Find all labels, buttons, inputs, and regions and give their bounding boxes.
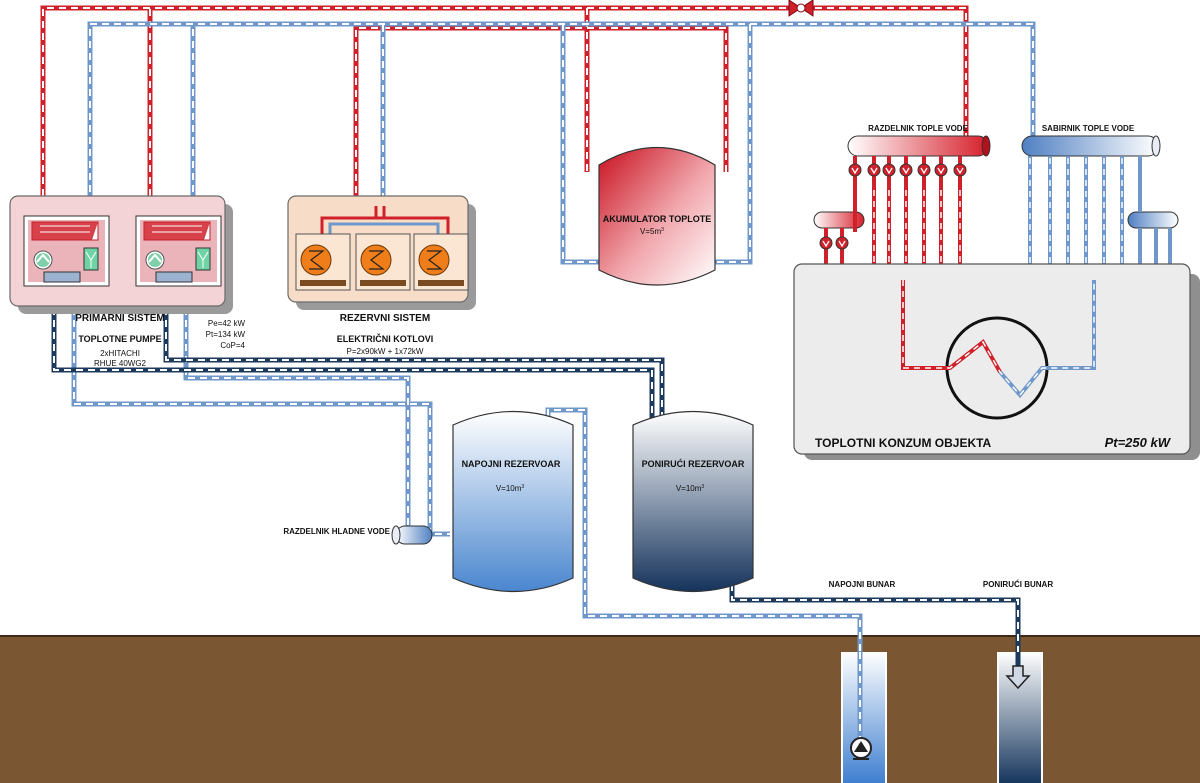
primary-system-subtitle: TOPLOTNE PUMPE [78, 334, 161, 344]
submersible-pump-icon [850, 737, 872, 760]
supply-well-title: NAPOJNI BUNAR [829, 580, 896, 589]
electric-boiler-1 [295, 233, 351, 291]
heat-pump-1 [23, 215, 110, 287]
reserve-system-subtitle: ELEKTRIČNI KOTLOVI [337, 333, 434, 344]
mixing-valve-icon [788, 0, 814, 17]
hot-collector-title: SABIRNIK TOPLE VODE [1042, 124, 1135, 133]
circulation-pumps [819, 163, 967, 250]
down-arrow-icon [1005, 665, 1031, 690]
supply-reservoir-tank [452, 410, 574, 593]
cold-distributor-header [391, 525, 433, 545]
hot-distributor-title: RAZDELNIK TOPLE VODE [868, 124, 969, 133]
heat-pump-spec-cop: CoP=4 [220, 341, 245, 350]
heat-consumer-power: Pt=250 kW [1105, 435, 1172, 450]
dark-pipes [51, 296, 1021, 660]
heat-consumer-panel [793, 263, 1200, 460]
heat-pump-model-line1: 2xHITACHI [100, 349, 140, 358]
heat-pump-2 [135, 215, 222, 287]
supply-well [841, 652, 887, 783]
hot-collector-header [1021, 135, 1161, 157]
return-reservoir-tank [632, 410, 754, 593]
heat-accumulator-tank [598, 146, 716, 286]
heat-pump-spec-pe: Pe=42 kW [208, 319, 246, 328]
cold-distributor-title: RAZDELNIK HLADNE VODE [283, 527, 390, 536]
cold-pipes [71, 21, 1036, 652]
small-cold-header [1127, 211, 1179, 229]
heat-pump-spec-pt: Pt=134 kW [206, 330, 246, 339]
cold-branch-pipes [1028, 156, 1172, 266]
hot-pipes [40, 5, 969, 200]
electric-boiler-2 [355, 233, 411, 291]
accumulator-title: AKUMULATOR TOPLOTE [603, 214, 712, 224]
heat-consumer-title: TOPLOTNI KONZUM OBJEKTA [815, 436, 992, 450]
return-reservoir-volume: V=10m3 [676, 484, 705, 493]
reserve-system-title: REZERVNI SISTEM [340, 313, 430, 324]
boiler-manifold [320, 206, 450, 234]
return-well-title: PONIRUĆI BUNAR [983, 580, 1053, 589]
reserve-system-spec: P=2x90kW + 1x72kW [347, 347, 424, 356]
supply-reservoir-title: NAPOJNI REZERVOAR [462, 459, 561, 469]
small-hot-header [813, 211, 865, 229]
heat-exchanger-icon [901, 280, 1096, 420]
supply-reservoir-volume: V=10m3 [496, 484, 525, 493]
electric-boiler-3 [413, 233, 469, 291]
primary-system-title: PRIMARNI SISTEM [75, 313, 164, 324]
accumulator-volume: V=5m3 [640, 227, 664, 236]
return-reservoir-title: PONIRUĆI REZERVOAR [642, 458, 745, 469]
hot-distributor-header [847, 135, 991, 157]
heat-pump-model-line2: RHUE 40WG2 [94, 359, 147, 368]
